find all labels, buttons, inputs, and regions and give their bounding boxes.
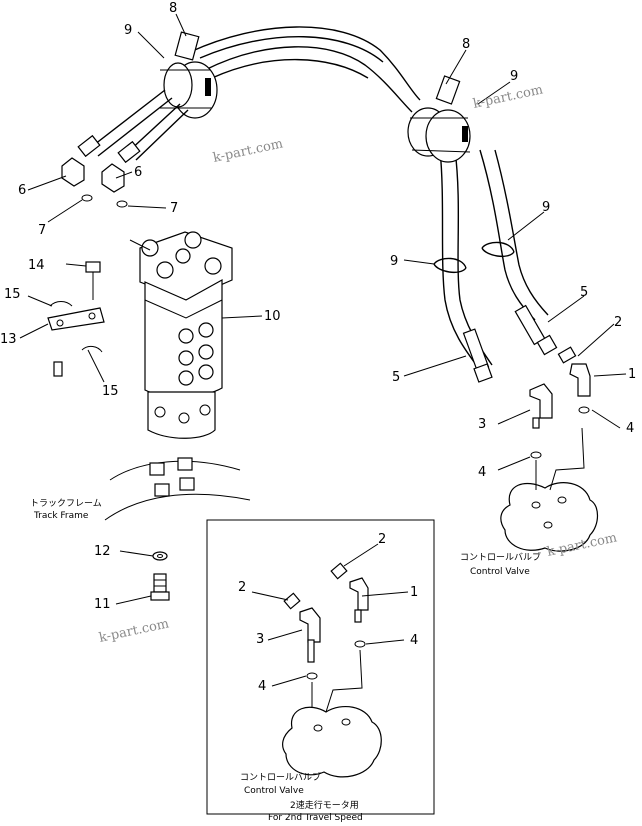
watermark-1: k-part.com (212, 136, 285, 165)
hose-assembly-upper (189, 26, 421, 113)
inset-frame (206, 519, 435, 815)
callout-9d: 9 (390, 254, 398, 269)
track-frame (104, 457, 251, 521)
callout-15b: 15 (102, 384, 119, 399)
control-valve-label-jp: コントロールバルブ (460, 551, 541, 563)
inset-caption-en: For 2nd Travel Speed (268, 813, 363, 822)
pipes-left (77, 89, 189, 164)
callout-8a: 8 (169, 1, 177, 16)
callout-1a: 1 (628, 367, 636, 382)
callout-15a: 15 (4, 287, 21, 302)
inset-callout-3: 3 (256, 632, 264, 647)
callout-6b: 6 (134, 165, 142, 180)
control-valve-right (500, 427, 599, 552)
swivel-fitting-right (407, 75, 471, 163)
callout-10: 10 (264, 309, 281, 324)
fittings-right (529, 346, 591, 459)
control-valve-label-en: Control Valve (470, 567, 530, 577)
callout-numbers: 8 9 8 9 6 6 7 7 9 9 14 5 15 10 2 13 1 5 … (0, 1, 636, 694)
hose-end-fitting-5 (462, 304, 558, 383)
callout-14: 14 (28, 258, 45, 273)
inset-callout-2b: 2 (238, 580, 246, 595)
inset-valve-label-en: Control Valve (244, 786, 304, 796)
callout-13: 13 (0, 332, 17, 347)
inset-parts (282, 562, 382, 778)
track-frame-label-en: Track Frame (33, 511, 89, 521)
hose-clamp-9 (433, 241, 515, 274)
swivel-fitting-left (160, 31, 218, 119)
callout-9b: 9 (510, 69, 518, 84)
callout-5b: 5 (392, 370, 400, 385)
elbow-fitting-6 (61, 157, 125, 193)
callout-7a: 7 (38, 223, 46, 238)
bolt-11 (150, 573, 170, 601)
washer-12 (152, 551, 168, 561)
leader-lines (19, 13, 627, 687)
callout-5a: 5 (580, 285, 588, 300)
callout-2a: 2 (614, 315, 622, 330)
inset-caption-jp: 2速走行モータ用 (290, 799, 359, 811)
watermark-2: k-part.com (472, 82, 545, 111)
bracket-assembly (47, 261, 105, 377)
callout-4a: 4 (626, 421, 634, 436)
callout-3a: 3 (478, 417, 486, 432)
callout-9a: 9 (124, 23, 132, 38)
inset-callout-4a: 4 (410, 633, 418, 648)
text-labels: トラックフレーム Track Frame コントロールバルブ Control V… (30, 498, 541, 823)
inset-valve-label-jp: コントロールバルブ (240, 771, 321, 783)
center-swivel-joint-10 (139, 231, 233, 439)
inset-callout-4b: 4 (258, 679, 266, 694)
callout-8b: 8 (462, 37, 470, 52)
callout-9c: 9 (542, 200, 550, 215)
track-frame-label-jp: トラックフレーム (30, 498, 102, 509)
inset-callout-2a: 2 (378, 532, 386, 547)
o-ring-7 (81, 194, 128, 208)
callout-4b: 4 (478, 465, 486, 480)
callout-12: 12 (94, 544, 111, 559)
callout-11: 11 (94, 597, 111, 612)
watermark-3: k-part.com (98, 616, 171, 645)
inset-callout-1: 1 (410, 585, 418, 600)
callout-7b: 7 (170, 201, 178, 216)
callout-6a: 6 (18, 183, 26, 198)
